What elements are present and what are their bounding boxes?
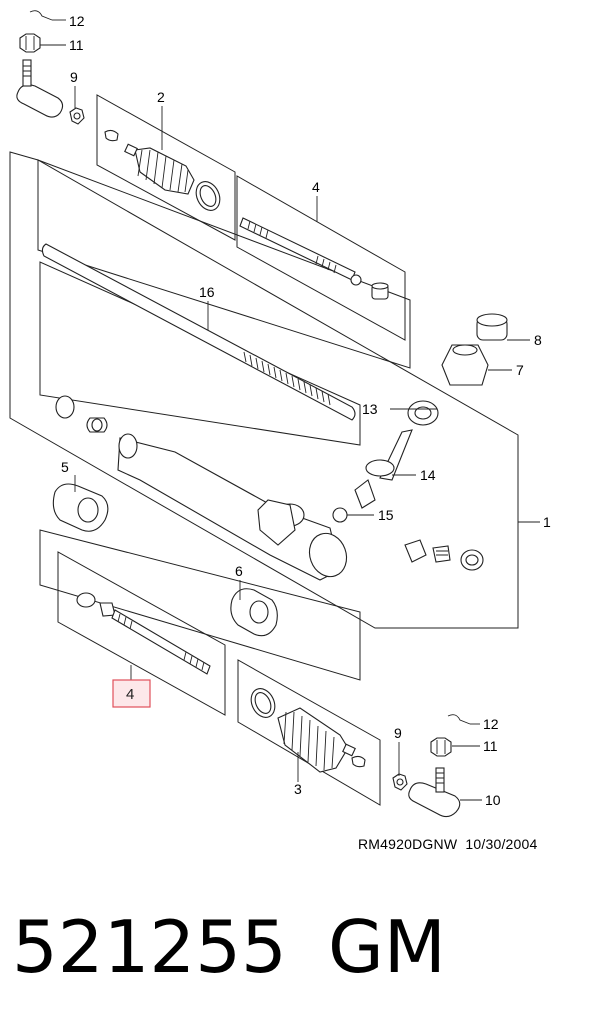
rack-bar (41, 243, 356, 421)
callout-4-top: 4 (312, 179, 320, 195)
tie-rod-end-bottom (408, 767, 461, 818)
mount-bushing-6 (230, 588, 278, 637)
callout-11-bottom: 11 (483, 738, 498, 754)
frame-tierod-4-top (236, 175, 406, 341)
clamp-bottom (351, 755, 366, 768)
callout-13: 13 (362, 401, 378, 417)
pinion-seal-8 (476, 313, 508, 341)
rack-housing (117, 433, 348, 581)
callout-9-top: 9 (70, 69, 78, 85)
pinion-cover-7 (441, 344, 489, 386)
frame-boot-2 (96, 94, 236, 241)
tie-rod-end-top (16, 59, 64, 118)
highlight-part-4: 4 (112, 679, 151, 708)
frame-lower-outer (39, 529, 361, 681)
callout-2: 2 (157, 89, 165, 105)
oring-left (55, 395, 75, 419)
inner-tie-rod-bottom (76, 592, 211, 675)
callout-15: 15 (378, 507, 394, 523)
frame-boot-3 (237, 659, 381, 806)
cotter-pin-top (29, 10, 53, 21)
bushing-left (86, 417, 108, 433)
part-number: 521255 (12, 905, 287, 989)
callout-8: 8 (534, 332, 542, 348)
pinion-bearing-13 (407, 400, 439, 426)
leader-lines (40, 19, 540, 801)
pinion-shaft-14 (354, 429, 413, 509)
callout-11-top: 11 (69, 37, 84, 53)
boot-3 (277, 707, 356, 773)
pinion-washer-15 (332, 507, 348, 523)
callout-5: 5 (61, 459, 69, 475)
frame-upper-inner (37, 159, 411, 369)
yoke-adjuster (404, 539, 484, 571)
callout-7: 7 (516, 362, 524, 378)
brand-name: GM (328, 905, 446, 989)
castle-nut-top (19, 33, 41, 53)
callout-3: 3 (294, 781, 302, 797)
clamp-top (104, 129, 119, 142)
boot-2 (124, 143, 195, 195)
drawing-reference: RM4920DGNW 10/30/2004 (358, 836, 538, 852)
bushing-top (371, 282, 389, 300)
callout-labels: 12 11 9 2 4 16 8 7 13 14 15 1 5 6 3 9 12… (61, 13, 551, 808)
callout-16: 16 (199, 284, 215, 300)
inner-tie-rod-top (239, 217, 362, 286)
frame-tierod-4-bottom (57, 551, 226, 716)
callout-12-bottom: 12 (483, 716, 499, 732)
callout-10: 10 (485, 792, 501, 808)
callout-6: 6 (235, 563, 243, 579)
cotter-pin-bottom (447, 714, 471, 725)
callout-1: 1 (543, 514, 551, 530)
castle-nut-bottom (430, 737, 452, 757)
callout-9-bottom: 9 (394, 725, 402, 741)
jam-nut-top (69, 107, 85, 125)
mount-bushing-5 (52, 483, 109, 532)
jam-nut-bottom (392, 773, 408, 791)
callout-12-top: 12 (69, 13, 85, 29)
callout-4-highlight: 4 (126, 686, 134, 703)
callout-14: 14 (420, 467, 436, 483)
